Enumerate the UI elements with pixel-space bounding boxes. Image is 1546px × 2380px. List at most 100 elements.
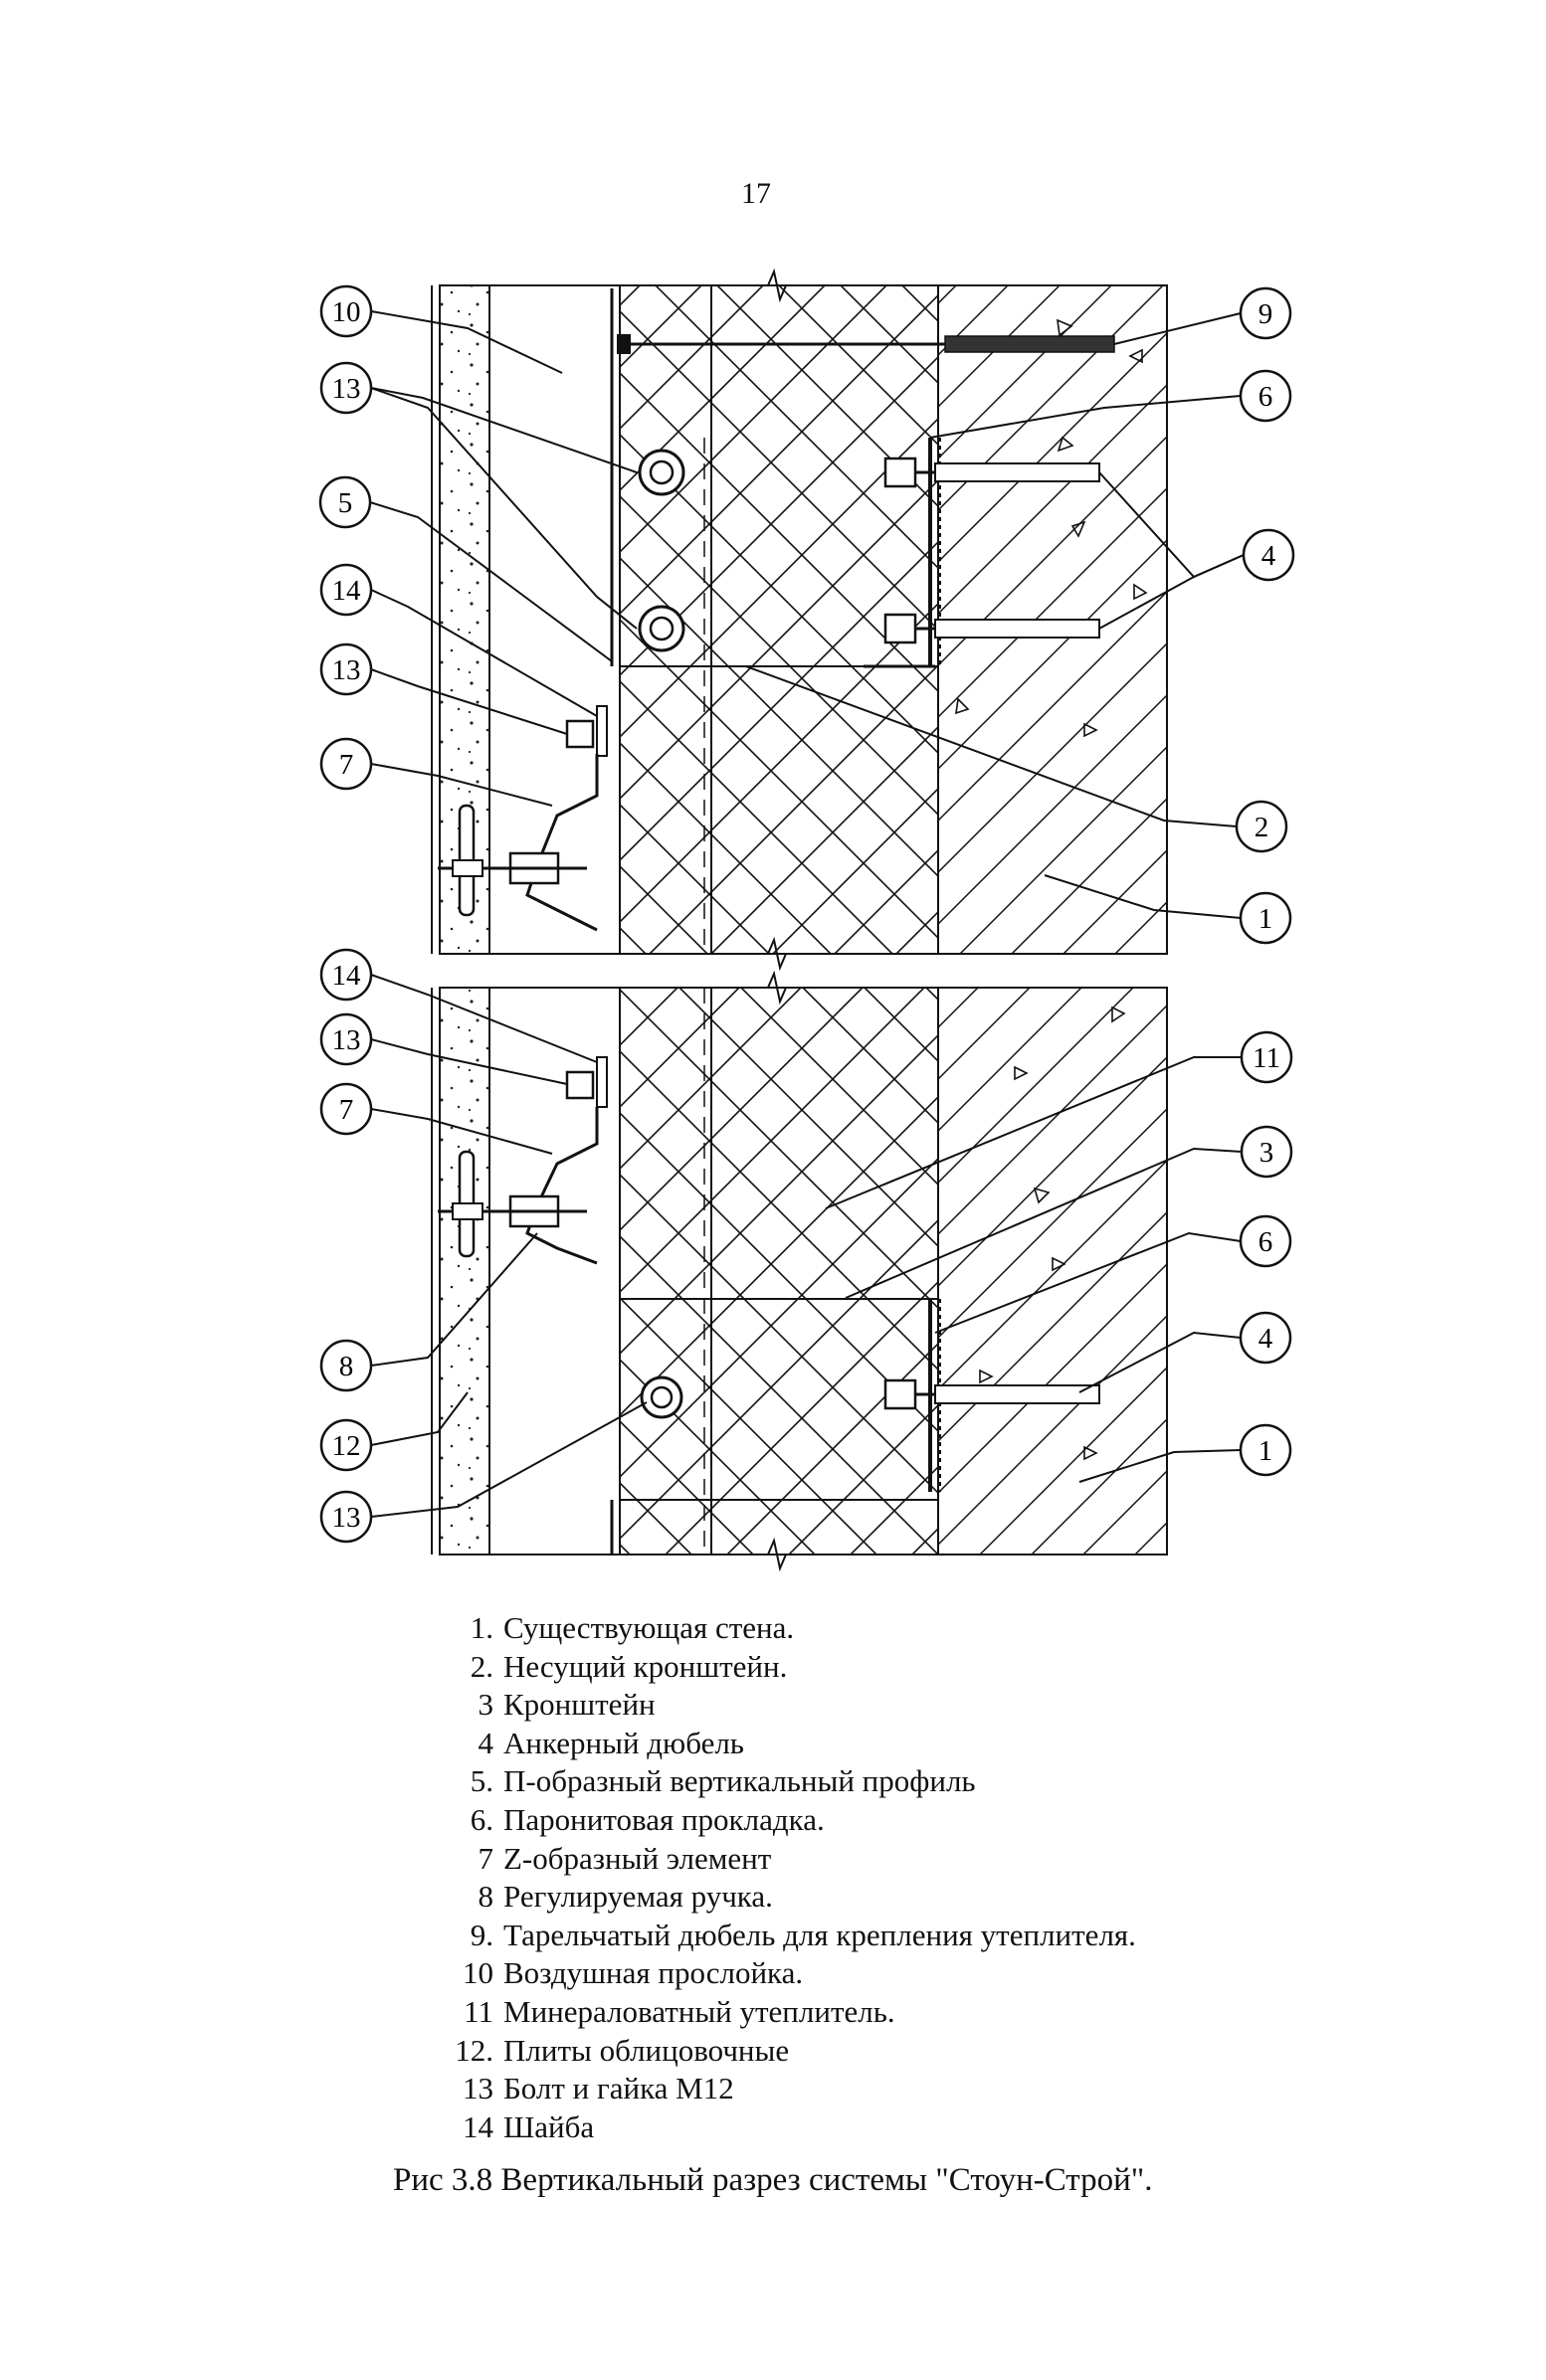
- legend-item: 11 Минераловатный утеплитель.: [436, 1993, 1331, 2032]
- svg-text:13: 13: [332, 654, 361, 686]
- legend-label: Болт и гайка М12: [503, 2071, 734, 2106]
- callout-7-bottom: 7: [319, 1082, 373, 1136]
- legend-number: 9.: [470, 1917, 493, 1952]
- svg-text:9: 9: [1258, 298, 1273, 330]
- legend-label: Минераловатный утеплитель.: [503, 1993, 895, 2029]
- anchor-top-2: [883, 613, 1100, 644]
- legend-item: 10 Воздушная прослойка.: [436, 1954, 1331, 1993]
- legend-item: 4 Анкерный дюбель: [436, 1725, 1331, 1763]
- legend-number: 5.: [470, 1763, 493, 1799]
- callout-14-top: 14: [319, 563, 373, 617]
- figure-caption: Рис 3.8 Вертикальный разрез системы "Сто…: [393, 2162, 1153, 2198]
- insulation-bottom-inner: [710, 987, 939, 1556]
- legend-item: 9. Тарельчатый дюбель для крепления утепл…: [436, 1917, 1331, 1955]
- svg-text:8: 8: [339, 1351, 354, 1382]
- legend-label: Регулируемая ручка.: [503, 1879, 773, 1915]
- callout-13-bottom-b: 13: [319, 1490, 373, 1544]
- svg-text:1: 1: [1258, 903, 1273, 935]
- vertical-section-drawing: 10 13 5 14 13 7 9 6 4 2 1 14 13 7 8 12 1…: [318, 268, 1295, 1572]
- legend-number: 2.: [470, 1648, 493, 1684]
- legend-number: 13: [463, 2071, 493, 2106]
- callout-2-top: 2: [1235, 800, 1288, 853]
- svg-text:5: 5: [338, 487, 353, 519]
- svg-text:7: 7: [339, 1094, 354, 1126]
- svg-text:6: 6: [1258, 1226, 1273, 1258]
- legend-item: 12. Плиты облицовочные: [436, 2032, 1331, 2071]
- legend-label: Z-образный элемент: [503, 1840, 772, 1876]
- callout-6-bottom: 6: [1239, 1214, 1292, 1268]
- callouts-bottom: 14 13 7 8 12 13 11 3 6 4 1: [319, 948, 1293, 1544]
- anchor-top-1: [883, 457, 1100, 488]
- legend-label: Существующая стена.: [503, 1610, 795, 1645]
- callout-10-top: 10: [319, 284, 373, 338]
- legend-item: 2. Несущий кронштейн.: [436, 1648, 1331, 1687]
- svg-text:13: 13: [332, 373, 361, 405]
- bolt-bottom: [640, 1375, 683, 1419]
- legend-item: 6. Паронитовая прокладка.: [436, 1801, 1331, 1840]
- legend-item: 14 Шайба: [436, 2108, 1331, 2147]
- legend-number: 1.: [470, 1610, 493, 1645]
- legend-label: Несущий кронштейн.: [503, 1648, 788, 1684]
- legend-label: П-образный вертикальный профиль: [503, 1763, 976, 1799]
- callout-9-top: 9: [1239, 286, 1292, 340]
- callout-14-bottom: 14: [319, 948, 373, 1002]
- legend-number: 14: [463, 2108, 493, 2144]
- callout-13-bottom-a: 13: [319, 1012, 373, 1066]
- top-section: [431, 268, 1168, 972]
- legend-item: 5. П-образный вертикальный профиль: [436, 1762, 1331, 1801]
- legend-item: 13 Болт и гайка М12: [436, 2070, 1331, 2108]
- bottom-section: [431, 970, 1168, 1572]
- callout-12-bottom: 12: [319, 1418, 373, 1472]
- legend-number: 8: [478, 1879, 494, 1915]
- callout-1-bottom: 1: [1239, 1423, 1292, 1477]
- svg-text:6: 6: [1258, 381, 1273, 413]
- legend-number: 3: [478, 1687, 494, 1723]
- svg-text:14: 14: [332, 960, 362, 992]
- callouts-top: 10 13 5 14 13 7 9 6 4 2 1: [318, 284, 1295, 945]
- svg-text:10: 10: [332, 296, 361, 328]
- legend-number: 10: [463, 1955, 493, 1991]
- page-number: 17: [741, 177, 771, 210]
- callout-4-bottom: 4: [1239, 1311, 1292, 1365]
- legend-number: 6.: [470, 1801, 493, 1837]
- svg-text:3: 3: [1259, 1137, 1274, 1169]
- legend: 1. Существующая стена. 2. Несущий кронштей…: [436, 1609, 1331, 2146]
- callout-11-bottom: 11: [1240, 1030, 1293, 1084]
- svg-text:1: 1: [1258, 1435, 1273, 1467]
- bolt-top-1: [638, 449, 685, 496]
- svg-text:14: 14: [332, 575, 362, 607]
- svg-text:4: 4: [1261, 540, 1276, 572]
- legend-label: Плиты облицовочные: [503, 2032, 790, 2068]
- svg-text:2: 2: [1255, 812, 1269, 843]
- legend-number: 12.: [455, 2032, 493, 2068]
- callout-13-top-a: 13: [319, 361, 373, 415]
- svg-text:13: 13: [332, 1502, 361, 1534]
- callout-4-top: 4: [1242, 528, 1295, 582]
- leader-lines: [369, 310, 1245, 1518]
- legend-label: Анкерный дюбель: [503, 1725, 744, 1760]
- bolt-top-2: [638, 605, 685, 652]
- legend-number: 7: [478, 1840, 494, 1876]
- legend-number: 4: [478, 1725, 494, 1760]
- legend-number: 11: [464, 1993, 493, 2029]
- legend-label: Тарельчатый дюбель для крепления утеплит…: [503, 1917, 1136, 1952]
- legend-label: Шайба: [503, 2108, 595, 2144]
- svg-text:4: 4: [1258, 1323, 1273, 1355]
- legend-label: Воздушная прослойка.: [503, 1955, 804, 1991]
- legend-item: 1. Существующая стена.: [436, 1609, 1331, 1648]
- callout-7-top: 7: [319, 737, 373, 791]
- svg-text:7: 7: [339, 749, 354, 781]
- legend-label: Паронитовая прокладка.: [503, 1801, 825, 1837]
- legend-label: Кронштейн: [503, 1687, 656, 1723]
- facing-panel-bottom: [439, 987, 490, 1556]
- callout-8-bottom: 8: [319, 1339, 373, 1392]
- callout-3-bottom: 3: [1240, 1125, 1293, 1179]
- callout-1-top: 1: [1239, 891, 1292, 945]
- insulation-bottom-outer: [619, 987, 712, 1556]
- svg-text:13: 13: [332, 1024, 361, 1056]
- svg-text:12: 12: [332, 1430, 361, 1462]
- callout-5-top: 5: [318, 475, 372, 529]
